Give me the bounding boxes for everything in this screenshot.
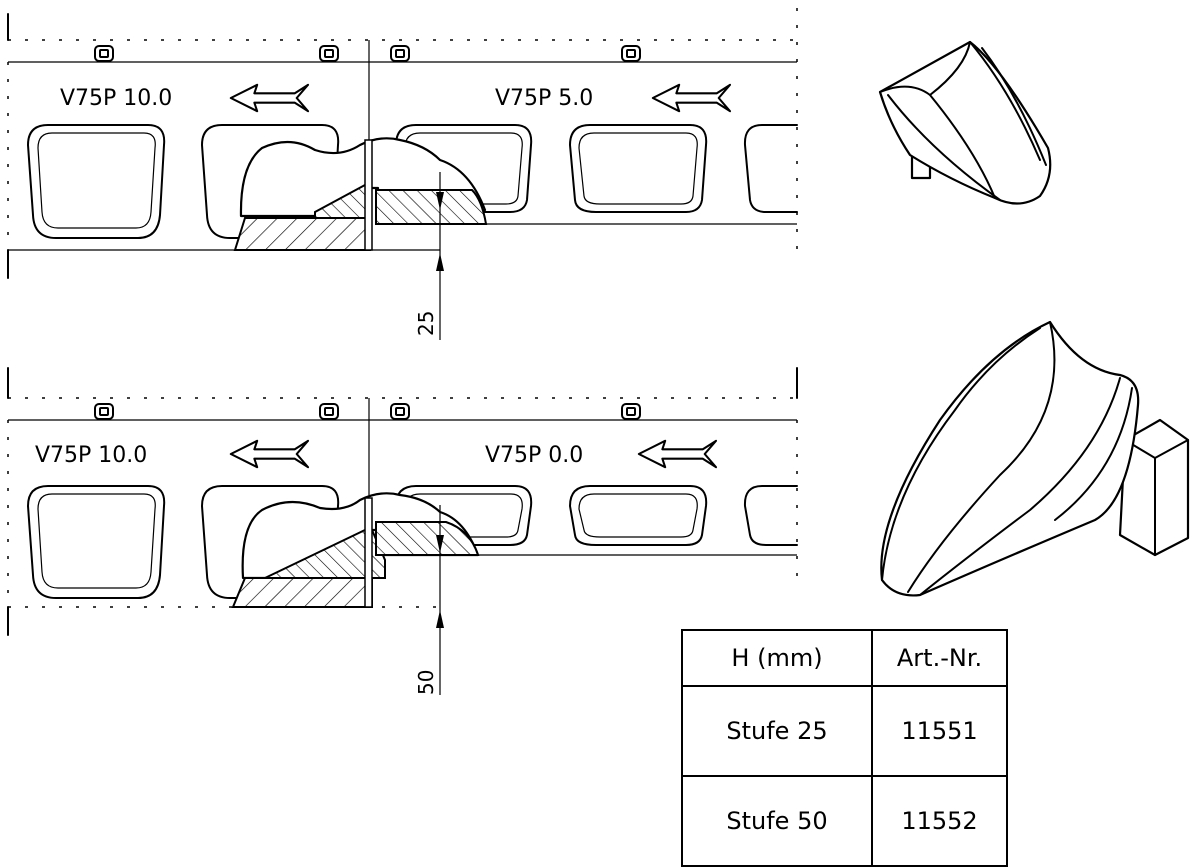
table-header-height: H (mm) — [681, 629, 873, 687]
top-clip-4 — [621, 45, 641, 62]
table-cell-article: 11552 — [871, 775, 1008, 867]
bottom-right-arrow-icon — [637, 439, 718, 469]
top-clip-2 — [319, 45, 339, 62]
table-header-article: Art.-Nr. — [871, 629, 1008, 687]
iso-part-large — [880, 320, 1190, 597]
top-detail: V75P 10.0 V75P 5.0 — [7, 8, 798, 340]
top-cross-section — [233, 137, 488, 251]
top-right-label: V75P 5.0 — [495, 86, 593, 111]
bottom-dimension: 50 — [380, 505, 460, 695]
bottom-dimension-value: 50 — [414, 670, 438, 695]
table-cell-article: 11551 — [871, 685, 1008, 777]
iso-part-small — [878, 40, 1052, 205]
table-cell-height: Stufe 25 — [681, 685, 873, 777]
top-left-arrow-icon — [229, 83, 310, 113]
top-clip-1 — [94, 45, 114, 62]
bottom-clip-1 — [94, 403, 114, 420]
top-left-label: V75P 10.0 — [60, 86, 172, 111]
bottom-right-label: V75P 0.0 — [485, 443, 583, 468]
top-clip-3 — [390, 45, 410, 62]
table-row: Stufe 50 11552 — [681, 775, 1008, 867]
article-table: H (mm) Art.-Nr. Stufe 25 11551 Stufe 50 … — [681, 629, 1008, 867]
bottom-clip-4 — [621, 403, 641, 420]
table-header-row: H (mm) Art.-Nr. — [681, 629, 1008, 687]
top-dimension: 25 — [380, 172, 460, 340]
bottom-detail: V75P 10.0 V75P 0.0 50 — [7, 367, 798, 695]
bottom-left-label: V75P 10.0 — [35, 443, 147, 468]
top-dimension-value: 25 — [414, 311, 438, 336]
bottom-left-arrow-icon — [229, 439, 310, 469]
top-right-arrow-icon — [651, 83, 732, 113]
table-row: Stufe 25 11551 — [681, 685, 1008, 777]
table-cell-height: Stufe 50 — [681, 775, 873, 867]
bottom-clip-3 — [390, 403, 410, 420]
bottom-clip-2 — [319, 403, 339, 420]
bottom-cross-section — [231, 492, 480, 608]
